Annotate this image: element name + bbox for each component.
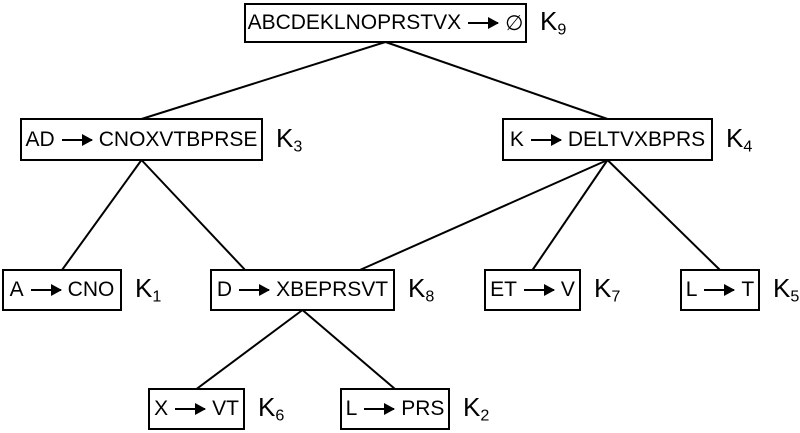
right-arrow-icon [175, 403, 207, 415]
k-label: K7 [594, 273, 621, 306]
k-label: K8 [408, 273, 435, 306]
tree-node-k9: ABCDEKLNOPRSTVX ∅ K9 [244, 3, 566, 43]
k-label: K1 [135, 273, 162, 306]
node-lhs-text: A [9, 278, 24, 301]
node-box: ABCDEKLNOPRSTVX ∅ [244, 3, 527, 43]
node-rhs-text: PRS [401, 397, 445, 420]
node-box: X VT [148, 388, 245, 430]
tree-node-k7: ET V K7 [484, 269, 620, 311]
node-rhs-text: ∅ [505, 11, 524, 35]
node-box: ET V [484, 269, 581, 311]
k-label: K9 [540, 6, 567, 39]
node-lhs-text: D [216, 278, 233, 301]
right-arrow-icon [239, 284, 271, 296]
node-rhs-text: V [560, 278, 575, 301]
k-label: K2 [463, 392, 490, 425]
node-box: A CNO [2, 269, 122, 311]
right-arrow-icon [61, 133, 93, 146]
right-arrow-icon [30, 284, 62, 296]
node-lhs-text: ABCDEKLNOPRSTVX [247, 11, 462, 34]
node-box: L PRS [340, 388, 450, 430]
right-arrow-icon [364, 403, 396, 415]
node-lhs-text: K [509, 127, 524, 151]
node-rhs-text: DELTVXBPRS [567, 127, 706, 151]
k-label: K3 [276, 122, 303, 156]
node-rhs-text: VT [212, 397, 239, 420]
tree-node-k1: A CNO K1 [2, 269, 161, 311]
node-lhs-text: L [685, 278, 698, 301]
node-lhs-text: AD [25, 127, 55, 151]
node-box: D XBEPRSVT [210, 269, 395, 311]
node-box: L T [680, 269, 760, 311]
tree-node-k3: AD CNOXVTBPRSE K3 [20, 118, 302, 161]
node-box: K DELTVXBPRS [502, 118, 713, 161]
node-lhs-text: ET [490, 278, 517, 301]
k-label: K6 [258, 392, 285, 425]
right-arrow-icon [468, 17, 500, 29]
node-rhs-text: CNOXVTBPRSE [98, 127, 258, 151]
tree-node-k4: K DELTVXBPRS K4 [502, 118, 752, 161]
k-label: K4 [726, 122, 753, 156]
node-lhs-text: L [345, 397, 358, 420]
tree-node-k8: D XBEPRSVT K8 [210, 269, 434, 311]
node-rhs-text: XBEPRSVT [276, 278, 389, 301]
tree-node-k6: X VT K6 [148, 388, 284, 430]
node-rhs-text: T [741, 278, 755, 301]
node-lhs-text: X [154, 397, 169, 420]
node-rhs-text: CNO [67, 278, 115, 301]
right-arrow-icon [523, 284, 555, 296]
tree-node-k2: L PRS K2 [340, 388, 489, 430]
right-arrow-icon [530, 133, 562, 146]
right-arrow-icon [704, 284, 736, 296]
k-label: K5 [773, 273, 800, 306]
node-box: AD CNOXVTBPRSE [20, 118, 263, 161]
tree-node-k5: L T K5 [680, 269, 799, 311]
